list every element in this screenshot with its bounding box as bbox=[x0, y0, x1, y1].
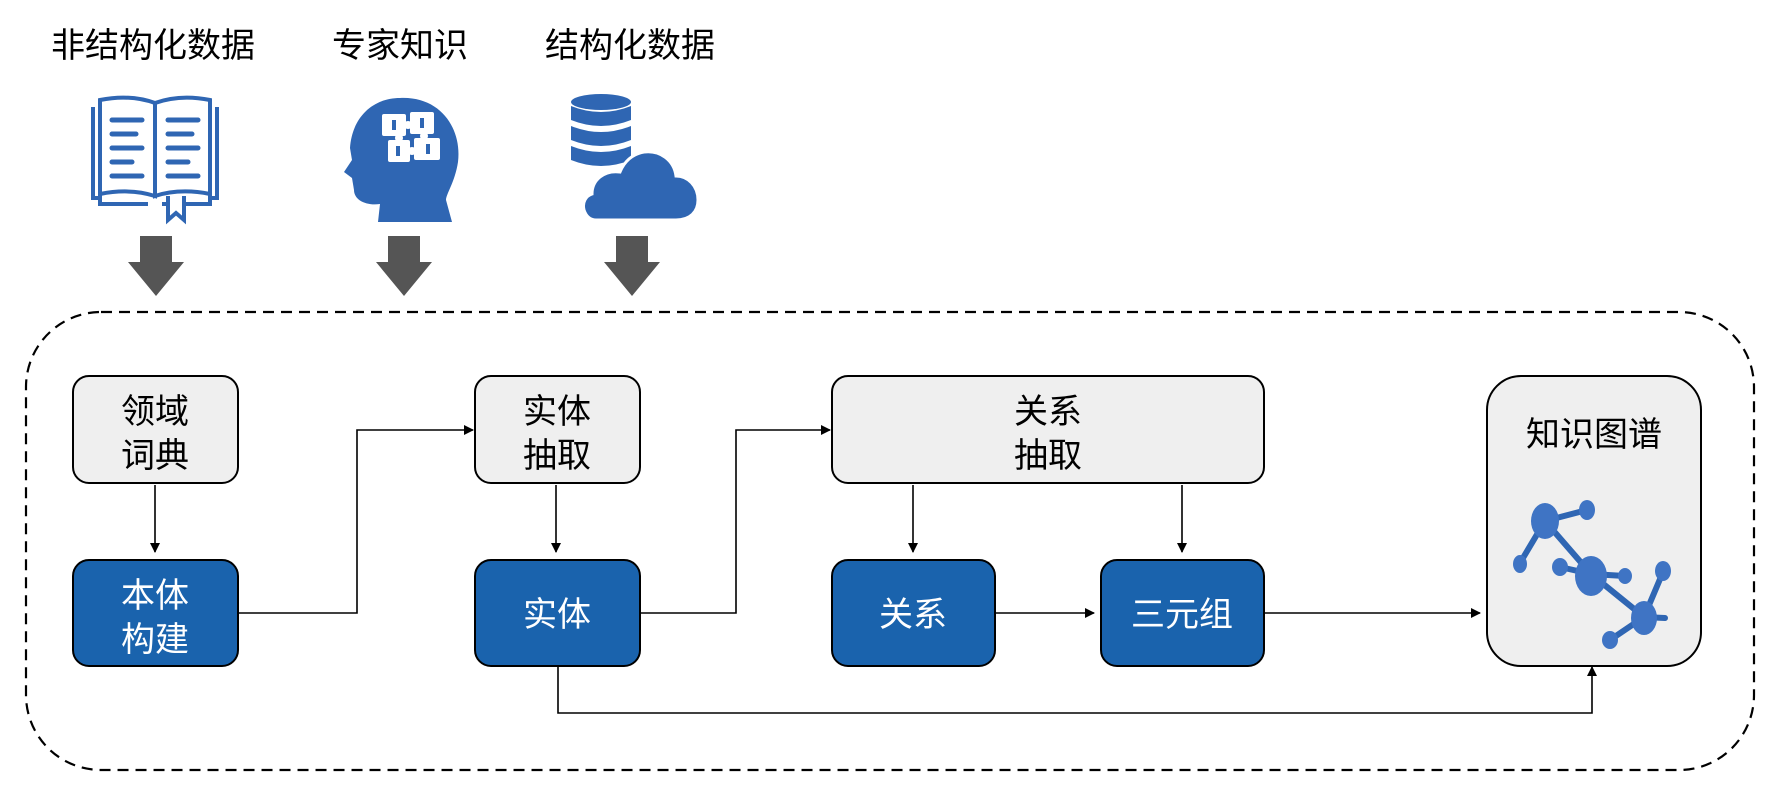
source-label-unstructured: 非结构化数据 bbox=[51, 26, 255, 66]
box-relation-extract-line2: 抽取 bbox=[1014, 436, 1082, 476]
open-book-icon bbox=[91, 95, 219, 225]
box-domain-dict-line2: 词典 bbox=[121, 436, 189, 476]
box-triple-label: 三元组 bbox=[1131, 595, 1233, 635]
edge-entity-to-relation-extract bbox=[641, 425, 831, 614]
source-label-expert: 专家知识 bbox=[332, 26, 468, 66]
box-entity-label: 实体 bbox=[523, 595, 591, 635]
database-cloud-icon bbox=[571, 94, 700, 222]
box-entity-extract-line2: 抽取 bbox=[523, 436, 591, 476]
pipeline-container bbox=[24, 310, 1756, 772]
edge-ontology-to-entity-extract bbox=[239, 425, 474, 614]
box-relation-extract bbox=[831, 375, 1265, 484]
edge-entity-to-kg bbox=[557, 666, 1597, 714]
box-entity bbox=[474, 559, 641, 667]
box-relation bbox=[831, 559, 996, 667]
source-label-structured: 结构化数据 bbox=[545, 26, 715, 66]
box-ontology-line2: 构建 bbox=[121, 620, 189, 660]
down-arrow-icon-3 bbox=[604, 236, 660, 296]
box-relation-extract-line1: 关系 bbox=[1014, 392, 1082, 432]
down-arrow-icon-2 bbox=[376, 236, 432, 296]
box-relation-label: 关系 bbox=[879, 595, 947, 635]
graph-network-icon bbox=[1513, 500, 1671, 649]
box-triple bbox=[1100, 559, 1265, 667]
puzzle-head-icon bbox=[344, 97, 459, 222]
box-entity-extract bbox=[474, 375, 641, 484]
box-knowledge-graph bbox=[1486, 375, 1702, 667]
box-ontology bbox=[72, 559, 239, 667]
box-domain-dict-line1: 领域 bbox=[121, 392, 189, 432]
box-entity-extract-line1: 实体 bbox=[523, 392, 591, 432]
box-ontology-line1: 本体 bbox=[121, 576, 189, 616]
box-domain-dict bbox=[72, 375, 239, 484]
box-knowledge-graph-label: 知识图谱 bbox=[1526, 415, 1662, 455]
down-arrow-icon-1 bbox=[128, 236, 184, 296]
